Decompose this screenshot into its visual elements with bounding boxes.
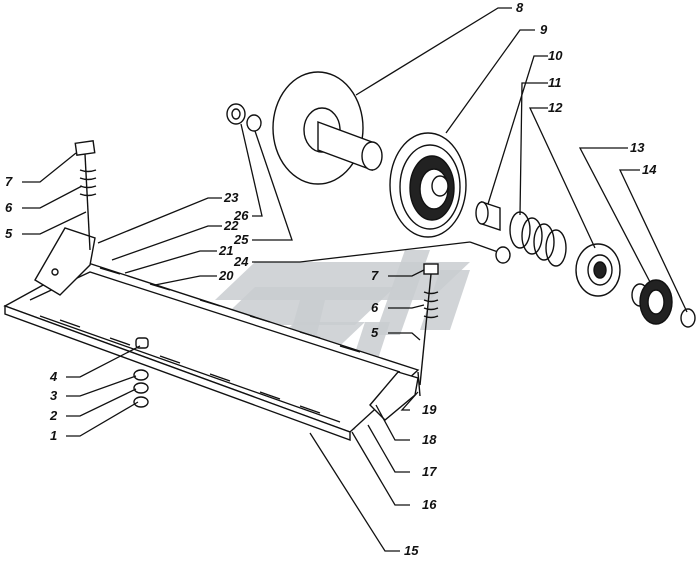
callout-22: 22 [223, 218, 239, 233]
callout-1: 1 [50, 428, 57, 443]
callout-9: 9 [540, 22, 548, 37]
spring [509, 211, 567, 267]
callout-13: 13 [630, 140, 645, 155]
callout-15: 15 [404, 543, 419, 558]
bearing-housing [575, 243, 621, 297]
callout-numbers: 7 6 5 4 3 2 1 23 22 21 20 26 25 24 8 9 1… [5, 0, 657, 558]
callout-3: 3 [50, 388, 58, 403]
callout-5-left: 5 [5, 226, 13, 241]
callout-23: 23 [223, 190, 239, 205]
callout-19: 19 [422, 402, 437, 417]
right-adjuster-rod [419, 263, 439, 386]
callout-5-right: 5 [371, 325, 379, 340]
callout-4: 4 [49, 369, 58, 384]
callout-20: 20 [218, 268, 234, 283]
callout-11: 11 [548, 75, 562, 90]
callout-8: 8 [516, 0, 524, 15]
fasteners-left [133, 337, 149, 408]
callout-16: 16 [422, 497, 437, 512]
callout-7-right: 7 [371, 268, 379, 283]
callout-25: 25 [233, 232, 249, 247]
callout-14: 14 [642, 162, 657, 177]
nut-and-washer [226, 103, 262, 132]
knife-segments [59, 267, 361, 414]
callout-6-right: 6 [371, 300, 379, 315]
cutter-bar [3, 227, 421, 442]
callout-21: 21 [218, 243, 233, 258]
callout-18: 18 [422, 432, 437, 447]
callout-7-left: 7 [5, 174, 13, 189]
v-belt-pulley [389, 132, 467, 238]
callout-24: 24 [233, 254, 249, 269]
callout-10: 10 [548, 48, 563, 63]
callout-26: 26 [233, 208, 249, 223]
bushing [475, 201, 501, 231]
bolt [469, 241, 511, 264]
sprocket [631, 279, 696, 328]
callout-2: 2 [49, 408, 58, 423]
left-adjuster-rod [74, 140, 97, 251]
callout-12: 12 [548, 100, 563, 115]
leader-lines [22, 7, 688, 552]
callout-6-left: 6 [5, 200, 13, 215]
pulley-hub [272, 71, 383, 185]
callout-17: 17 [422, 464, 437, 479]
